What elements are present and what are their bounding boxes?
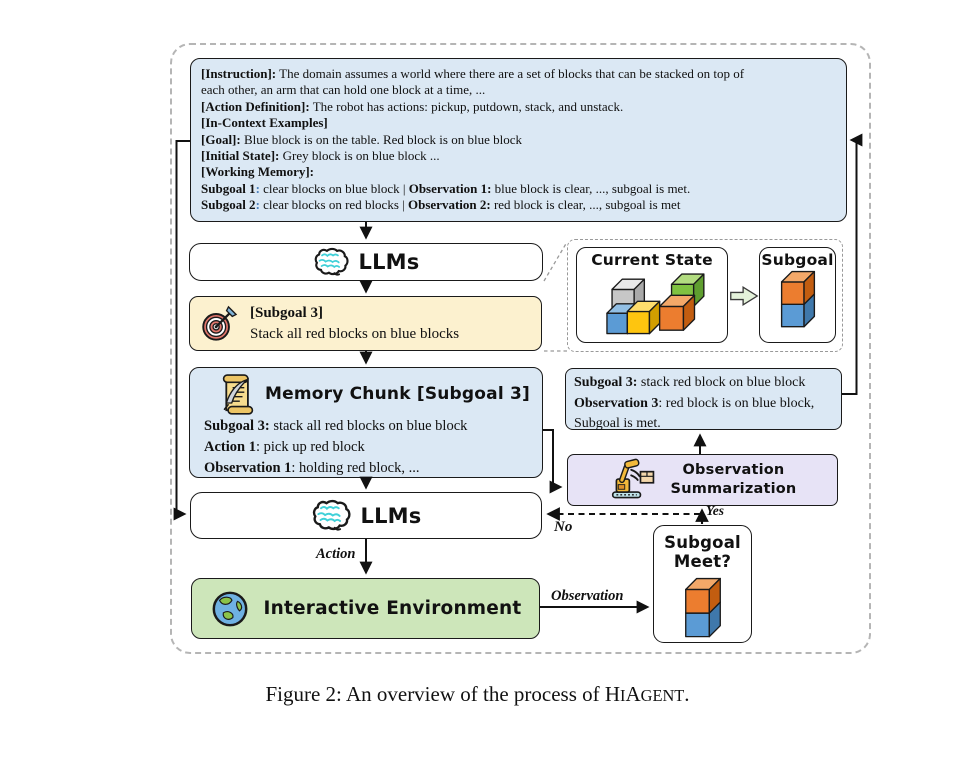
llms-box-bottom: LLMs	[190, 492, 542, 539]
observation-summarization-box: Observation Summarization	[567, 454, 838, 506]
globe-icon	[210, 589, 250, 629]
llms-box-top: LLMs	[189, 243, 543, 281]
memory-chunk-text: Subgoal 3: stack all red blocks on blue …	[204, 418, 468, 476]
brain-icon	[311, 499, 351, 532]
subgoal-meet-line2: Meet?	[673, 552, 732, 572]
target-dart-icon	[198, 303, 238, 345]
obs-summ-line1: Observation	[682, 462, 785, 479]
subgoal-box-text: [Subgoal 3]Stack all red blocks on blue …	[250, 304, 460, 342]
subgoal-meet-line1: Subgoal	[664, 533, 741, 552]
observation-summarization-label: Observation Summarization	[671, 461, 797, 499]
brain-icon	[313, 247, 349, 277]
current-state-title: Current State	[591, 251, 713, 269]
figure-caption: Figure 2: An overview of the process of …	[265, 682, 690, 706]
current-state-cubes	[577, 269, 727, 342]
obs-summ-line2: Summarization	[670, 481, 797, 497]
interactive-environment-label: Interactive Environment	[263, 598, 522, 619]
action-label: Action	[316, 546, 356, 562]
yes-label: Yes	[706, 503, 724, 518]
subgoal-meet-cubes	[654, 576, 751, 645]
subgoal-state-box: Subgoal	[759, 247, 836, 343]
subgoal-state-cubes	[760, 269, 835, 336]
instruction-box: [Instruction]: The domain assumes a worl…	[190, 58, 847, 222]
llms-label: LLMs	[358, 250, 420, 274]
observation-label: Observation	[551, 588, 624, 604]
memory-chunk-title: Memory Chunk [Subgoal 3]	[265, 384, 530, 404]
no-label: No	[554, 519, 573, 535]
subgoal-meet-box: Subgoal Meet?	[653, 525, 752, 643]
diagram-frame	[170, 43, 871, 654]
subgoal-observation-box: Subgoal 3: stack red block on blue block…	[565, 368, 842, 431]
state-transition-arrow	[729, 283, 759, 314]
robot-arm-icon	[609, 458, 659, 502]
subgoal-meet-label: Subgoal Meet?	[654, 533, 751, 572]
scroll-quill-icon	[220, 372, 256, 416]
subgoal-box: [Subgoal 3]Stack all red blocks on blue …	[189, 296, 542, 351]
interactive-environment-box: Interactive Environment	[191, 578, 540, 639]
memory-chunk-box: Memory Chunk [Subgoal 3] Subgoal 3: stac…	[189, 367, 543, 478]
llms-label: LLMs	[360, 503, 422, 528]
subgoal-state-title: Subgoal	[761, 251, 834, 269]
current-state-box: Current State	[576, 247, 728, 343]
